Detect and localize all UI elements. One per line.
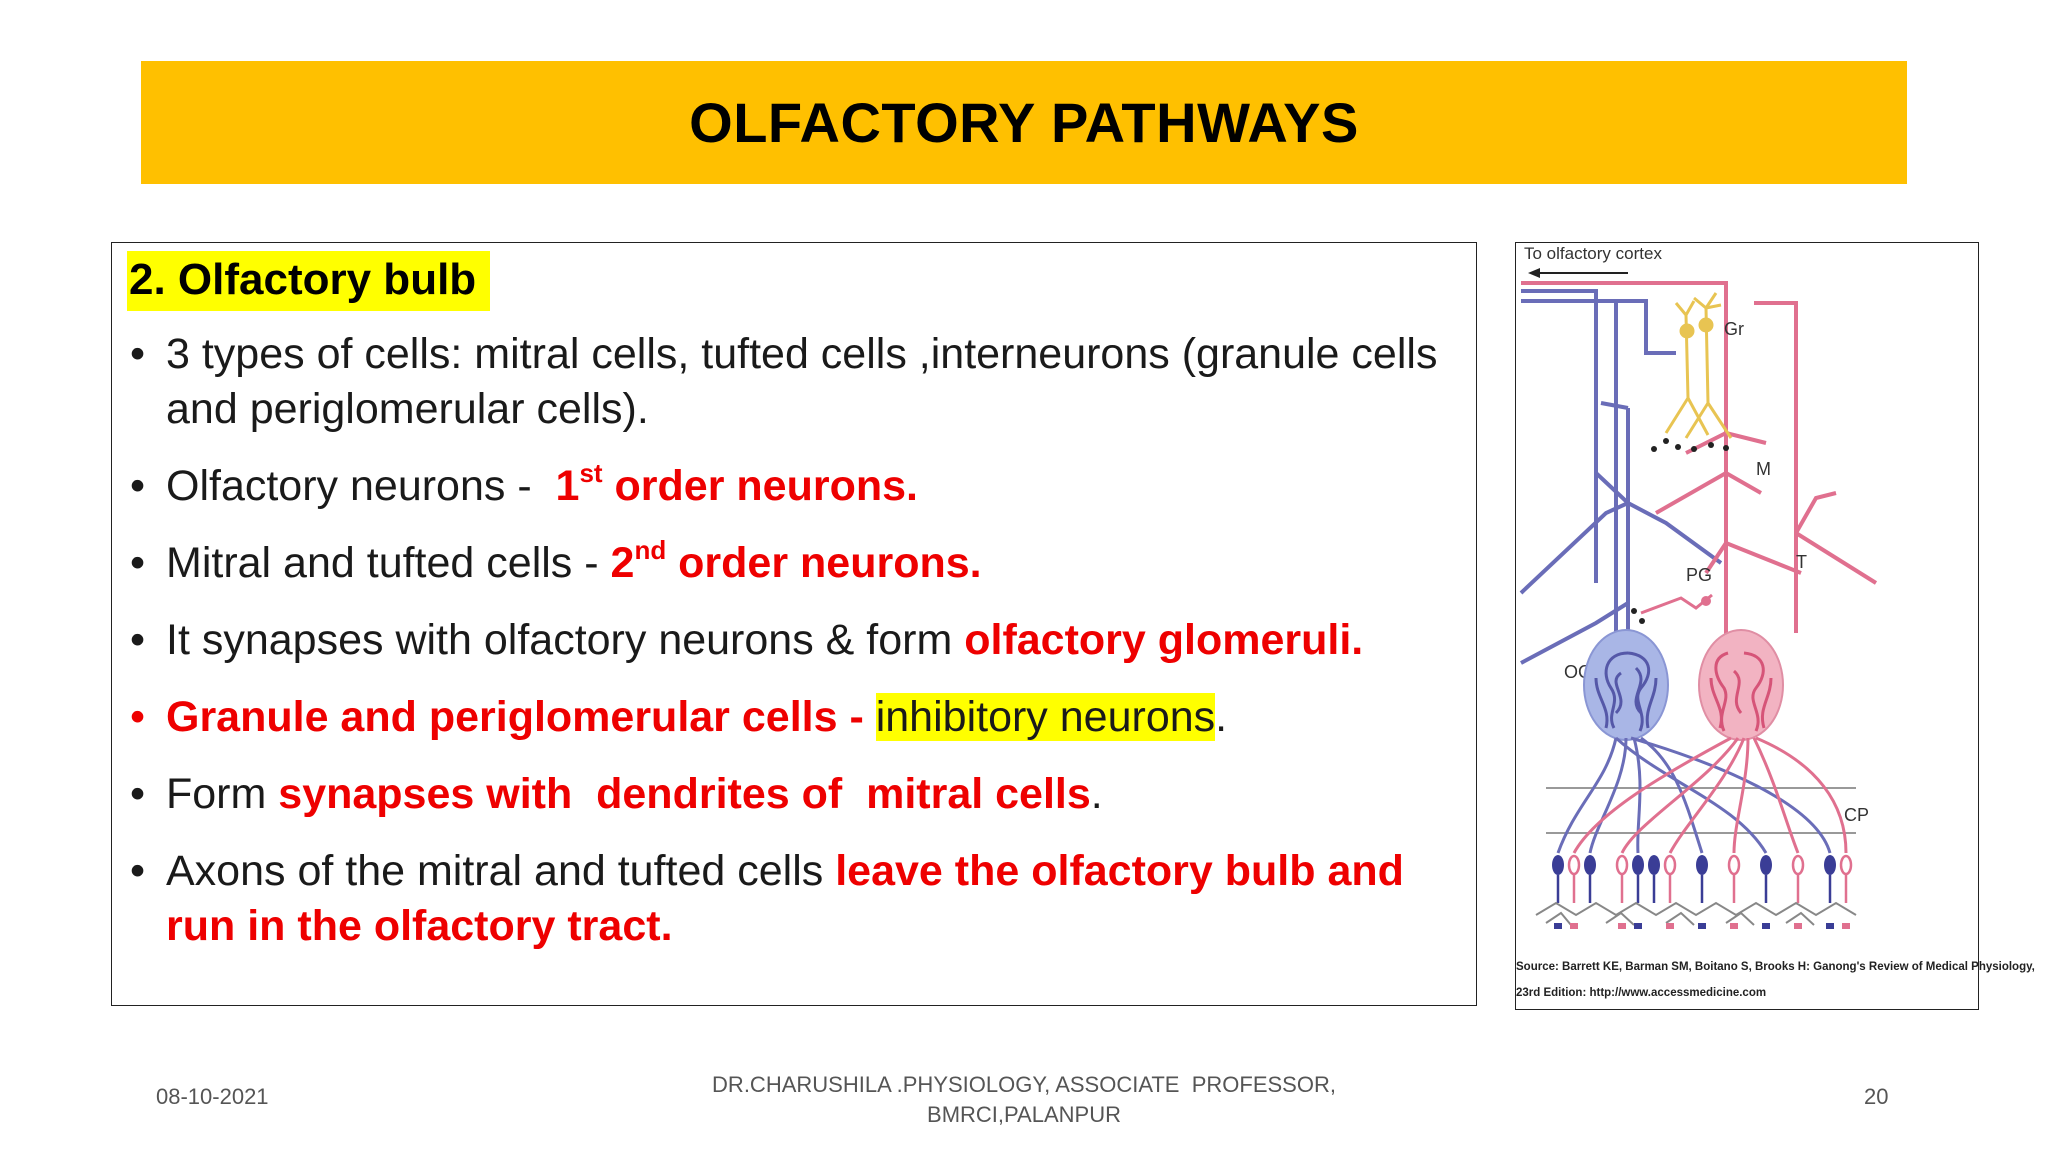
bullet-dot: • [130,847,146,895]
bullet-dot: • [130,462,146,510]
olfactory-bulb-diagram: To olfactory cortex [1515,242,2035,1010]
bullet-glomeruli: • It synapses with olfactory neurons & f… [126,613,1466,668]
bullet-cell-types: • 3 types of cells: mitral cells, tufted… [126,327,1466,437]
title-bar: OLFACTORY PATHWAYS [141,61,1907,184]
label-gr: Gr [1724,319,1744,339]
bullet-text: It synapses with olfactory neurons & for… [166,616,965,664]
footer-author: DR.CHARUSHILA .PHYSIOLOGY, ASSOCIATE PRO… [640,1070,1408,1130]
bullet-text: Olfactory neurons - [166,462,556,510]
footer-author-line1: DR.CHARUSHILA .PHYSIOLOGY, ASSOCIATE PRO… [712,1072,1336,1097]
second-order-emphasis: 2nd order neurons. [610,535,982,587]
synapse-marks [1631,438,1734,648]
bullet-axons: • Axons of the mitral and tufted cells l… [126,844,1466,954]
receptor-neurons [1535,854,1857,929]
bullet-text: Form [166,770,279,818]
glomeruli-emphasis: olfactory glomeruli. [964,616,1364,664]
bullet-dot: • [130,693,146,741]
bullet-dot: • [130,770,146,818]
section-heading: 2. Olfactory bulb [127,251,491,311]
bullet-dot: • [130,330,146,378]
pink-receptor-axons [1572,736,1848,854]
olfactory-bulb-illustration: To olfactory cortex [1519,244,1878,929]
bullet-inhibitory: • Granule and periglomerular cells - inh… [126,690,1466,745]
label-t: T [1796,552,1807,572]
label-pg: PG [1686,565,1712,585]
bullet-list: • 3 types of cells: mitral cells, tufted… [126,327,1466,976]
inhibitory-highlight: inhibitory neurons [875,693,1216,741]
bullet-text: . [1215,693,1228,741]
diagram-label-top: To olfactory cortex [1524,244,1662,263]
periglomerular-cell [1640,593,1713,615]
footer-author-line2: BMRCI,PALANPUR [927,1102,1121,1127]
synapses-emphasis: synapses with dendrites of mitral cells [278,770,1091,818]
bullet-dot: • [130,539,146,587]
bullet-text: Axons of the mitral and tufted cells [166,847,836,895]
arrow-head-icon [1528,268,1540,278]
bullet-text: 3 types of cells: mitral cells, tufted c… [166,330,1438,433]
label-m: M [1756,459,1771,479]
diagram-source-line2: 23rd Edition: http://www.accessmedicine.… [1516,987,1767,999]
bullet-synapses: • Form synapses with dendrites of mitral… [126,767,1466,822]
blue-axons [1519,289,1723,665]
inhibitory-emphasis: Granule and periglomerular cells - [166,693,876,741]
footer-date: 08-10-2021 [156,1084,269,1109]
diagram-source-line1: Source: Barrett KE, Barman SM, Boitano S… [1516,961,2035,973]
bullet-text: Mitral and tufted cells - [166,539,611,587]
slide-title: OLFACTORY PATHWAYS [689,91,1359,154]
bullet-dot: • [130,616,146,664]
first-order-emphasis: 1st order neurons. [555,458,918,510]
axons-emphasis: leave the olfactory bulb and run in the … [166,847,1404,950]
footer-page-number: 20 [1864,1084,1889,1109]
content-box: 2. Olfactory bulb • 3 types of cells: mi… [111,242,1477,1006]
bullet-text: . [1090,770,1103,818]
blue-receptor-axons [1556,736,1832,854]
glomerulus-blue-dendrites [1594,651,1658,732]
label-cp: CP [1844,805,1869,825]
pink-axons [1521,281,1878,653]
glomerulus-pink-dendrites [1709,651,1773,732]
bullet-first-order: • Olfactory neurons - 1st order neurons. [126,459,1466,514]
bullet-second-order: • Mitral and tufted cells - 2nd order ne… [126,536,1466,591]
granule-cells [1664,292,1733,439]
